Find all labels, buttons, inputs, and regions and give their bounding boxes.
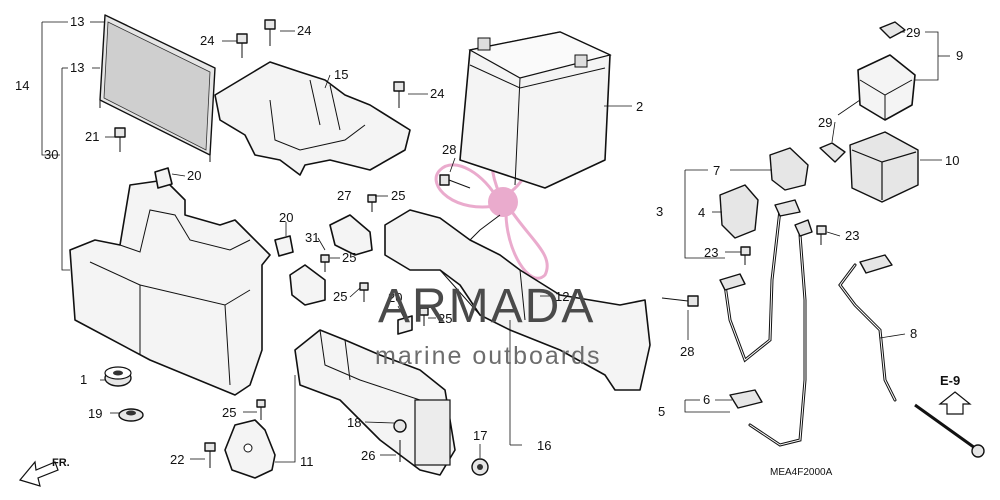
callout-26: 26 [361,448,375,463]
bolt-23b [816,225,827,245]
callout-10: 10 [945,153,959,168]
reference-arrow: E-9 [938,373,972,415]
callouts: 13 13 14 30 24 24 24 15 21 20 20 20 27 2… [15,14,963,478]
relay-cover [849,131,919,203]
frame-bracket-12 [384,209,651,391]
grommet-19 [118,408,144,422]
bolt-25s [256,194,429,420]
watermark-text: ARMADA marine outboards [375,280,602,370]
callout-14: 14 [15,78,29,93]
bolt-21 [114,127,126,152]
reference-label: E-9 [940,373,960,388]
callout-3: 3 [656,204,663,219]
bolt-23a [740,246,751,265]
callout-1: 1 [80,372,87,387]
callout-17: 17 [473,428,487,443]
callout-4: 4 [698,205,705,220]
callout-25: 25 [222,405,236,420]
cables [719,199,897,447]
callout-25: 25 [391,188,405,203]
air-filter [99,14,216,162]
starter-relay [819,21,916,163]
callout-8: 8 [910,326,917,341]
callout-5: 5 [658,404,665,419]
bolt-17 [471,458,489,476]
callout-25: 25 [438,311,452,326]
battery [459,31,612,189]
watermark-brand: ARMADA [378,280,595,333]
callout-19: 19 [88,406,102,421]
callout-20: 20 [279,210,293,225]
callout-22: 22 [170,452,184,467]
clamps [154,167,413,335]
bolt-18 [393,419,407,433]
battery-tray [69,179,271,396]
callout-28: 28 [680,344,694,359]
callout-12: 12 [555,289,569,304]
battery-bracket-15 [214,61,411,176]
callout-24: 24 [297,23,311,38]
callout-16: 16 [537,438,551,453]
callout-23: 23 [845,228,859,243]
leader-lines [41,21,950,463]
grommet-1 [104,366,132,387]
front-arrow: FR. [18,457,70,487]
callout-7: 7 [713,163,720,178]
diagram-code: MEA4F2000A [770,467,833,478]
callout-27: 27 [337,188,351,203]
watermark-tagline: marine outboards [375,342,602,370]
bolt-24a [236,33,248,58]
callout-29: 29 [818,115,832,130]
bolt-24b [264,19,276,46]
watermark-logo [434,129,549,280]
callout-31: 31 [305,230,319,245]
callout-18: 18 [347,415,361,430]
bolt-28a [439,174,471,189]
terminal-covers [719,147,809,239]
callout-11: 11 [300,454,314,469]
bolt-22 [204,442,216,468]
callout-2: 2 [636,99,643,114]
front-label: FR. [52,457,70,469]
callout-30: 30 [44,147,58,162]
callout-24: 24 [200,33,214,48]
callout-24: 24 [430,86,444,101]
callout-28: 28 [442,142,456,157]
long-bolt [914,403,985,458]
callout-21: 21 [85,129,99,144]
callout-29: 29 [906,25,920,40]
callout-13: 13 [70,14,84,29]
bolt-28b [661,295,699,307]
bolt-24c [393,81,405,108]
bracket-11 [224,419,276,479]
callout-23: 23 [704,245,718,260]
callout-20: 20 [388,290,402,305]
battery-box-16 [294,329,456,476]
callout-25: 25 [333,289,347,304]
callout-13: 13 [70,60,84,75]
callout-20: 20 [187,168,201,183]
callout-15: 15 [334,67,348,82]
callout-9: 9 [956,48,963,63]
callout-6: 6 [703,392,710,407]
callout-25: 25 [342,250,356,265]
